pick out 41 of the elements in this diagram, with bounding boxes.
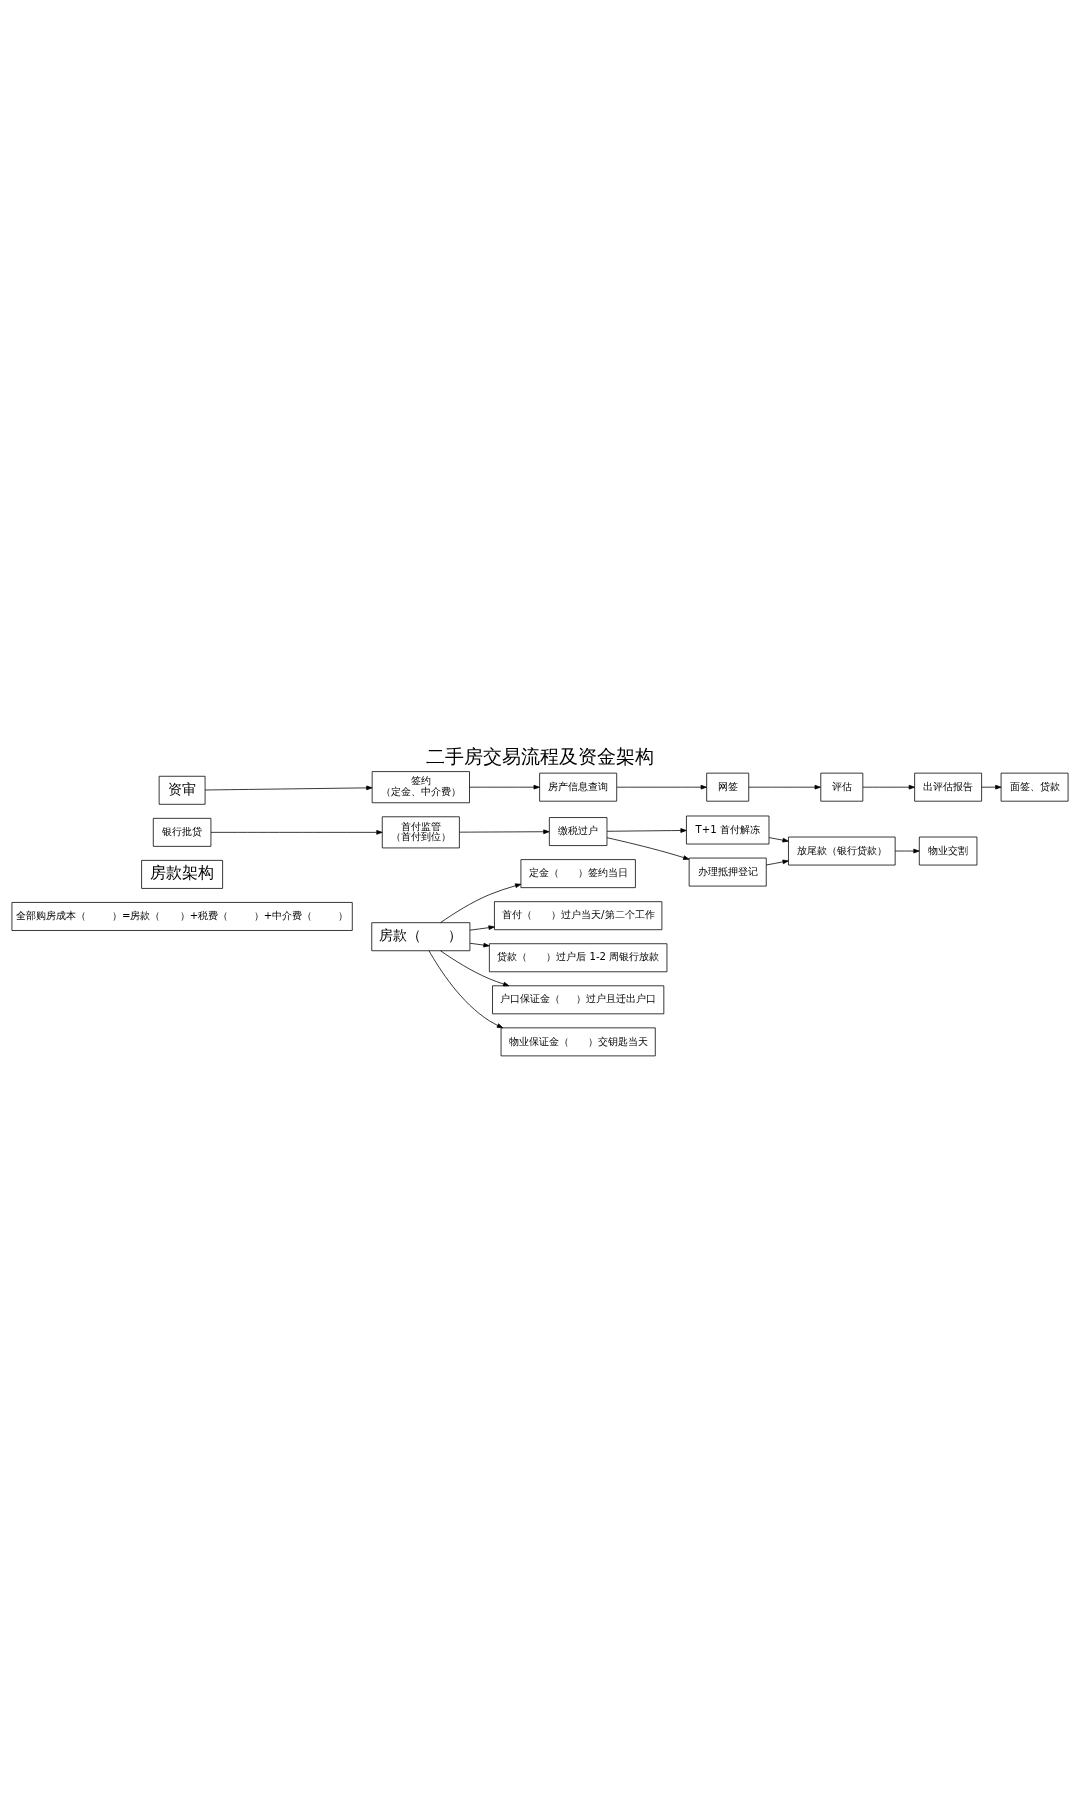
node-box: 物业交割 (918, 836, 978, 865)
node-box: 首付监管 （首付到位） (381, 815, 460, 848)
node-box: T+1 首付解冻 (686, 815, 770, 844)
arrow (469, 784, 540, 789)
arrow (469, 942, 490, 947)
arrow (981, 784, 1002, 789)
arrow (765, 859, 789, 865)
node-box: 资审 (158, 775, 206, 805)
arrow (204, 785, 373, 790)
arrow (459, 828, 550, 834)
arrow (862, 784, 915, 789)
node-box: 首付（ ）过户当天/第二个工作 (494, 900, 663, 930)
arrow (210, 829, 383, 835)
arrow (440, 949, 510, 986)
arrow (894, 848, 920, 853)
node-box: 房款架构 (141, 859, 223, 889)
node-box: 银行批贷 (152, 817, 212, 847)
arrow (616, 784, 707, 789)
node-box: 面签、贷款 (1000, 772, 1069, 802)
node-box: 网签 (706, 772, 750, 802)
node-box: 全部购房成本（ ）=房款（ ）+税费（ ）+中介费（ ） (11, 901, 353, 931)
node-box: 办理抵押登记 (688, 857, 767, 886)
arrow (469, 924, 495, 931)
diagram-title: 二手房交易流程及资金架构 (426, 745, 654, 767)
arrow (440, 883, 522, 923)
arrow (768, 836, 789, 842)
arrow (748, 784, 821, 789)
node-box: 缴税过户 (548, 816, 608, 846)
node-box: 评估 (820, 772, 864, 802)
node-box: 房款（ ） (371, 921, 471, 951)
arrow (428, 949, 504, 1028)
node-box: 签约 （定金、中介费） (371, 770, 470, 803)
node-box: 放尾款（银行贷款） (788, 836, 896, 865)
node-box: 贷款（ ）过户后 1-2 周银行放款 (489, 942, 668, 972)
node-box: 房产信息查询 (539, 772, 618, 802)
node-box: 出评估报告 (914, 772, 982, 802)
arrow (606, 836, 690, 860)
arrow (606, 827, 687, 833)
node-box: 物业保证金（ ）交钥匙当天 (500, 1026, 656, 1056)
node-box: 定金（ ）签约当日 (520, 858, 636, 888)
node-box: 户口保证金（ ）过户且迁出户口 (492, 984, 665, 1014)
